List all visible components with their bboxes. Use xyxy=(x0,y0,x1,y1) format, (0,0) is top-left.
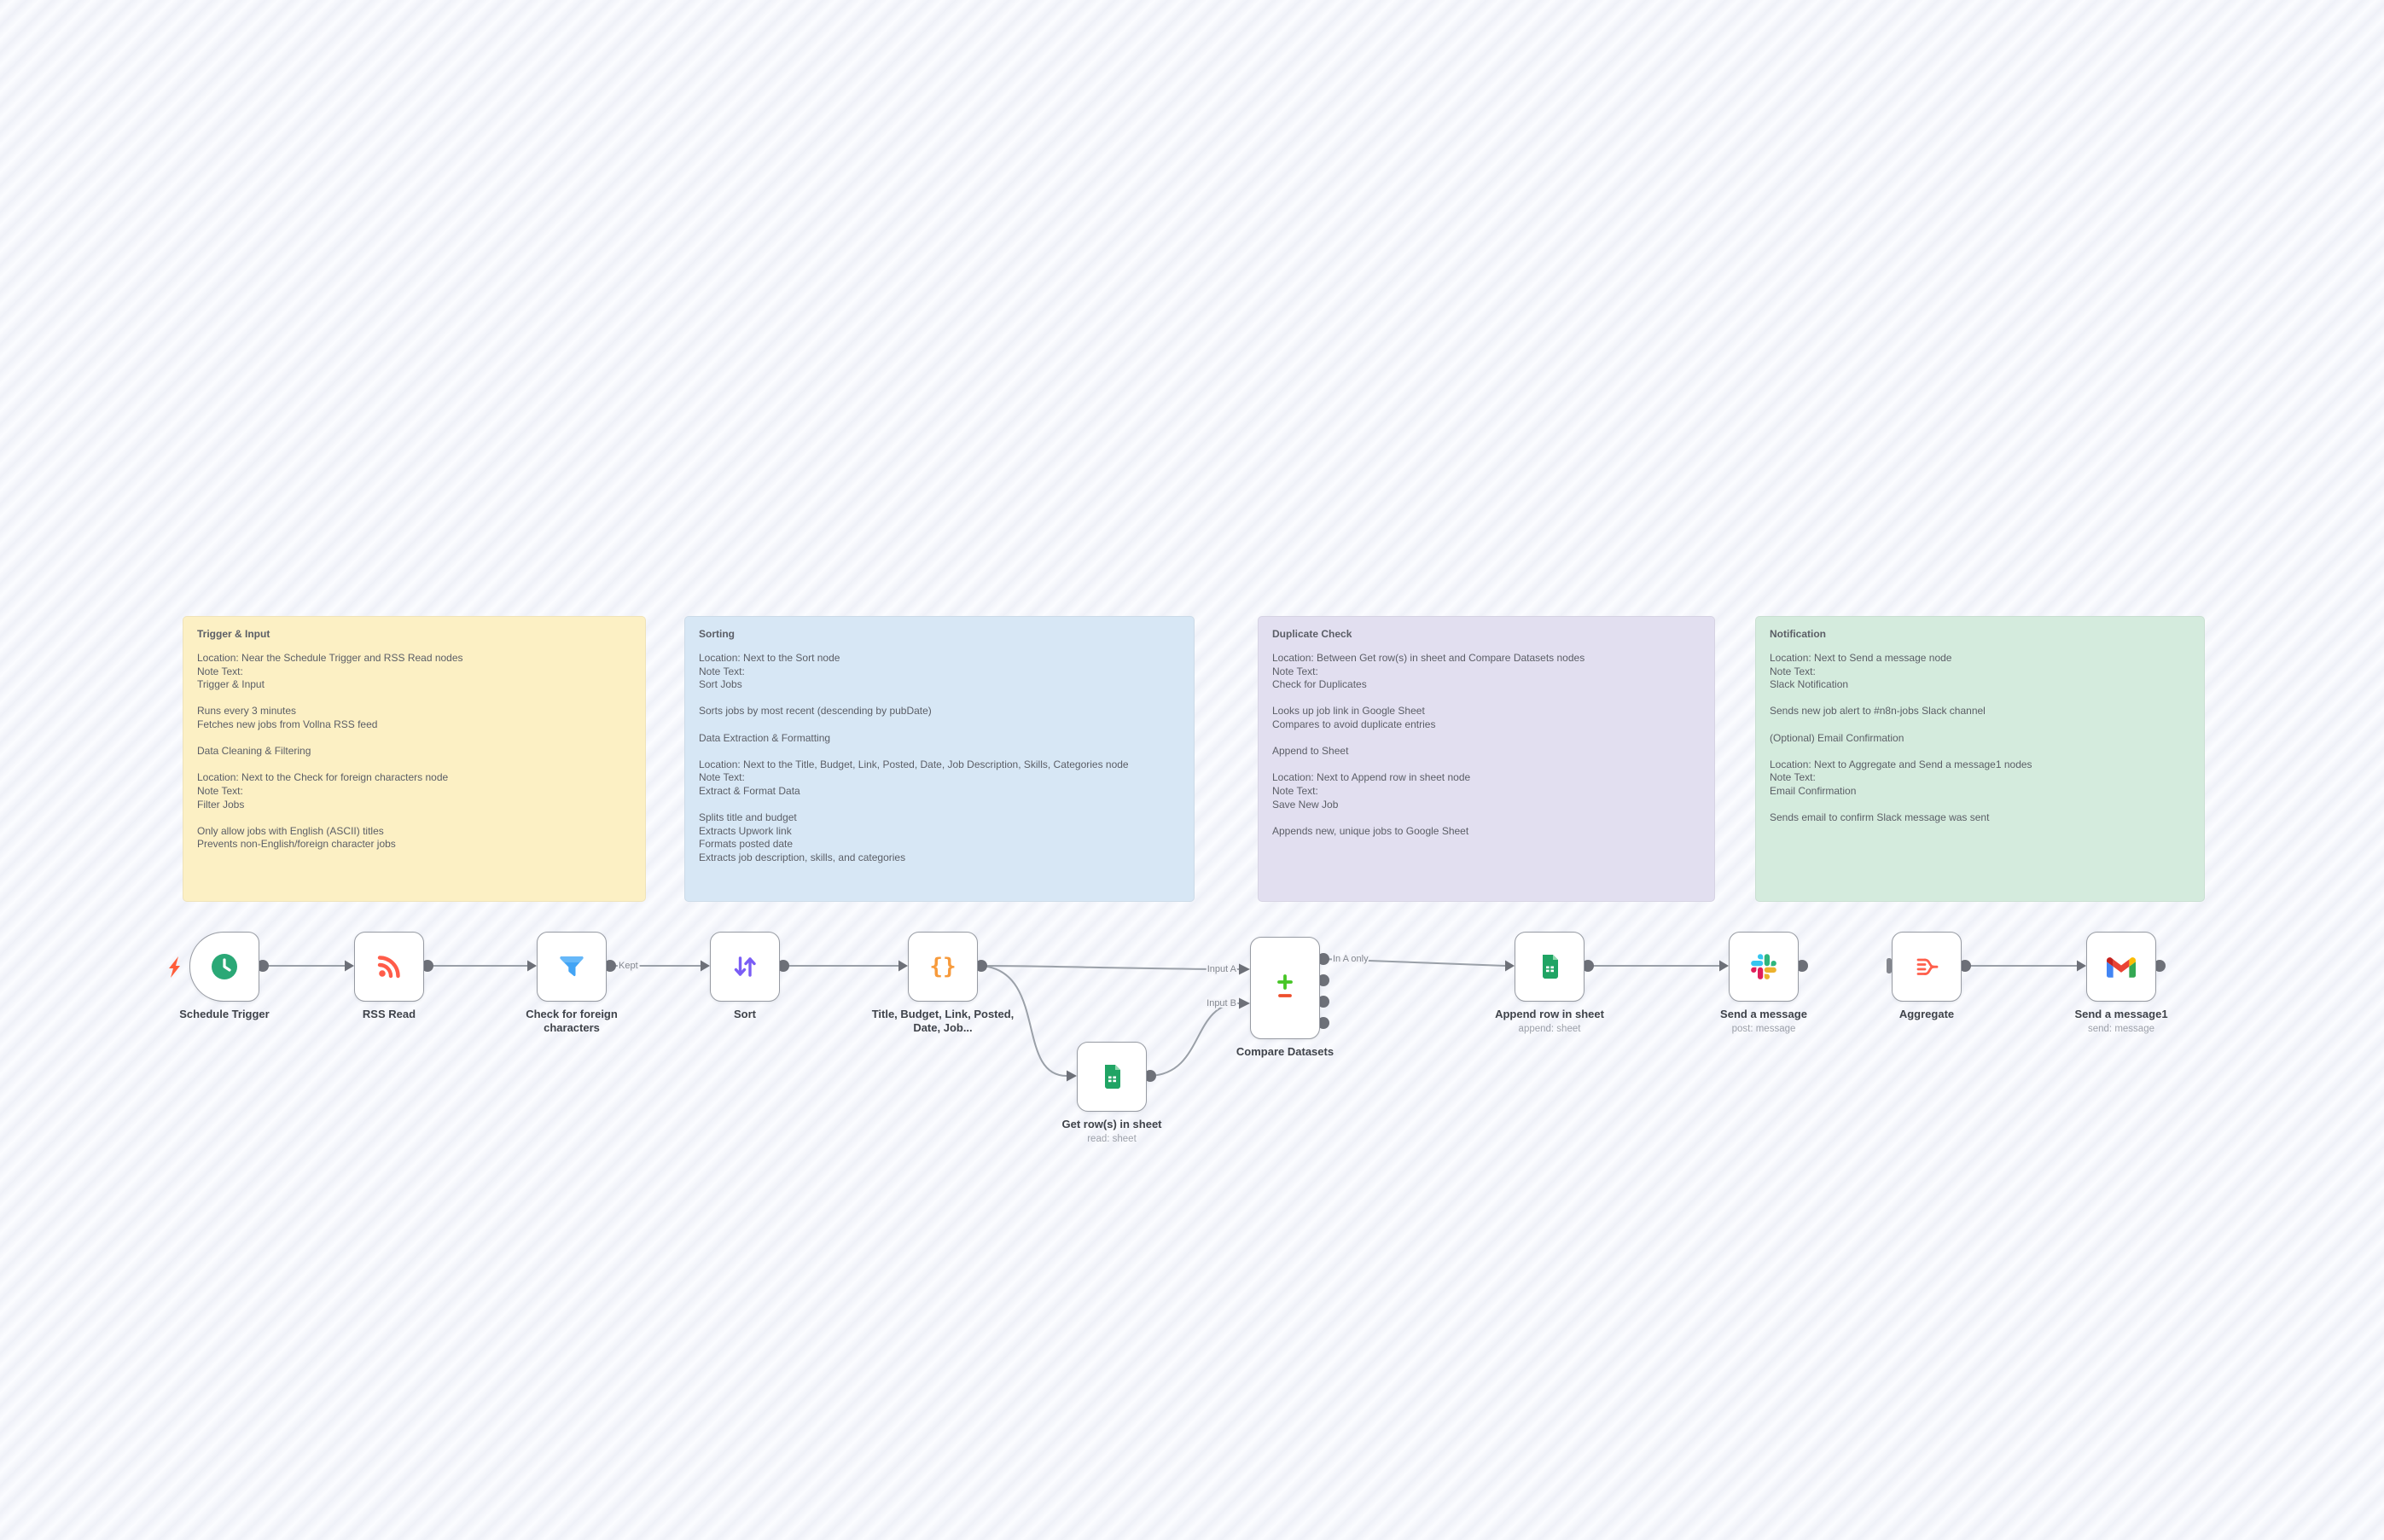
clock-icon xyxy=(212,954,237,979)
input-port-arrow xyxy=(2077,960,2086,972)
note-body: Location: Near the Schedule Trigger and … xyxy=(197,652,463,851)
node-subtitle: send: message xyxy=(2088,1024,2154,1034)
node-send-a-message-slack[interactable]: Send a message post: message xyxy=(1720,932,1807,1034)
slack-icon xyxy=(1751,954,1776,979)
node-subtitle: post: message xyxy=(1731,1024,1796,1034)
execute-lightning-icon[interactable] xyxy=(169,956,180,978)
node-schedule-trigger[interactable]: Schedule Trigger xyxy=(179,932,270,1020)
node-compare-datasets[interactable]: Compare Datasets xyxy=(1236,937,1334,1058)
connection-getrows-to-compare-input-b[interactable]: Input B xyxy=(1149,997,1250,1077)
note-body: Location: Next to the Sort node Note Tex… xyxy=(699,652,1129,863)
input-port-arrow xyxy=(1505,960,1515,972)
note-title: Duplicate Check xyxy=(1272,628,1352,640)
rss-icon xyxy=(377,956,400,979)
note-title: Trigger & Input xyxy=(197,628,270,640)
node-label: RSS Read xyxy=(362,1008,416,1020)
note-body: Location: Next to Send a message node No… xyxy=(1770,652,2032,824)
node-subtitle: append: sheet xyxy=(1518,1024,1581,1034)
node-label: Compare Datasets xyxy=(1236,1045,1334,1058)
svg-text:{}: {} xyxy=(929,954,956,979)
input-port-arrow xyxy=(1067,1070,1077,1082)
node-send-a-message1-gmail[interactable]: Send a message1 send: message xyxy=(2074,932,2168,1034)
input-port-arrow xyxy=(898,960,908,972)
sticky-note-duplicate-check[interactable]: Duplicate Check Location: Between Get ro… xyxy=(1258,616,1715,902)
node-label: Send a message1 send: message xyxy=(2046,1008,2196,1036)
node-get-rows-in-sheet[interactable]: Get row(s) in sheet read: sheet xyxy=(1061,1042,1162,1144)
node-check-foreign-characters[interactable]: Check for foreign characters xyxy=(526,932,618,1034)
sticky-note-sorting[interactable]: Sorting Location: Next to the Sort node … xyxy=(684,616,1195,902)
node-label: Aggregate xyxy=(1898,1008,1955,1020)
node-subtitle: read: sheet xyxy=(1087,1134,1137,1144)
node-rss-read[interactable]: RSS Read xyxy=(354,932,424,1020)
node-label: Check for foreign characters xyxy=(526,1008,618,1034)
connection-sort-to-code[interactable] xyxy=(783,960,908,972)
connection-check-to-sort[interactable]: Kept xyxy=(610,959,710,973)
aggregate-icon xyxy=(1916,958,1939,975)
note-body: Location: Between Get row(s) in sheet an… xyxy=(1272,652,1585,837)
node-label: Get row(s) in sheet read: sheet xyxy=(1037,1118,1187,1146)
node-label: Send a message post: message xyxy=(1689,1008,1839,1036)
input-port-stub[interactable] xyxy=(1887,958,1892,973)
compare-plus-minus-icon xyxy=(1277,974,1293,997)
output-ports[interactable] xyxy=(257,953,2166,1082)
input-port-arrow xyxy=(345,960,354,972)
note-title: Sorting xyxy=(699,628,735,640)
input-label-a: Input A xyxy=(1207,964,1237,974)
node-label: Append row in sheet append: sheet xyxy=(1474,1008,1625,1036)
connection-schedule-to-rss[interactable] xyxy=(263,960,354,972)
node-title-budget-link-set[interactable]: {} Title, Budget, Link, Posted, Date, Jo… xyxy=(872,932,1014,1034)
note-title: Notification xyxy=(1770,628,1826,640)
input-port-arrow xyxy=(1719,960,1729,972)
connection-rss-to-check[interactable] xyxy=(427,960,537,972)
google-sheets-icon xyxy=(1105,1065,1120,1089)
sort-arrows-icon xyxy=(734,956,756,977)
filter-funnel-icon xyxy=(560,956,584,977)
sticky-note-notification[interactable]: Notification Location: Next to Send a me… xyxy=(1755,616,2205,902)
node-label: Sort xyxy=(734,1008,756,1020)
connection-code-to-compare-input-a[interactable]: Input A xyxy=(980,962,1250,976)
connection-compare-to-append[interactable]: In A only xyxy=(1323,952,1515,972)
input-port-arrow xyxy=(1239,997,1250,1009)
node-aggregate[interactable]: Aggregate xyxy=(1892,932,1962,1020)
gmail-icon xyxy=(2107,957,2136,978)
output-label-in-a-only: In A only xyxy=(1333,954,1369,964)
connection-append-to-slack[interactable] xyxy=(1588,960,1729,972)
output-label-kept: Kept xyxy=(619,961,638,971)
sticky-note-trigger-input[interactable]: Trigger & Input Location: Near the Sched… xyxy=(183,616,646,902)
input-port-arrow xyxy=(701,960,710,972)
code-braces-icon: {} xyxy=(929,954,956,979)
google-sheets-icon xyxy=(1543,955,1558,979)
input-label-b: Input B xyxy=(1207,998,1236,1008)
connection-aggregate-to-gmail[interactable] xyxy=(1965,960,2086,972)
node-label: Schedule Trigger xyxy=(179,1008,270,1020)
node-sort[interactable]: Sort xyxy=(710,932,780,1020)
connection-code-to-getrows[interactable] xyxy=(980,965,1077,1082)
input-port-arrow xyxy=(1239,963,1250,975)
input-port-arrow xyxy=(527,960,537,972)
node-append-row-in-sheet[interactable]: Append row in sheet append: sheet xyxy=(1495,932,1604,1034)
node-label: Title, Budget, Link, Posted, Date, Job..… xyxy=(871,1008,1015,1034)
